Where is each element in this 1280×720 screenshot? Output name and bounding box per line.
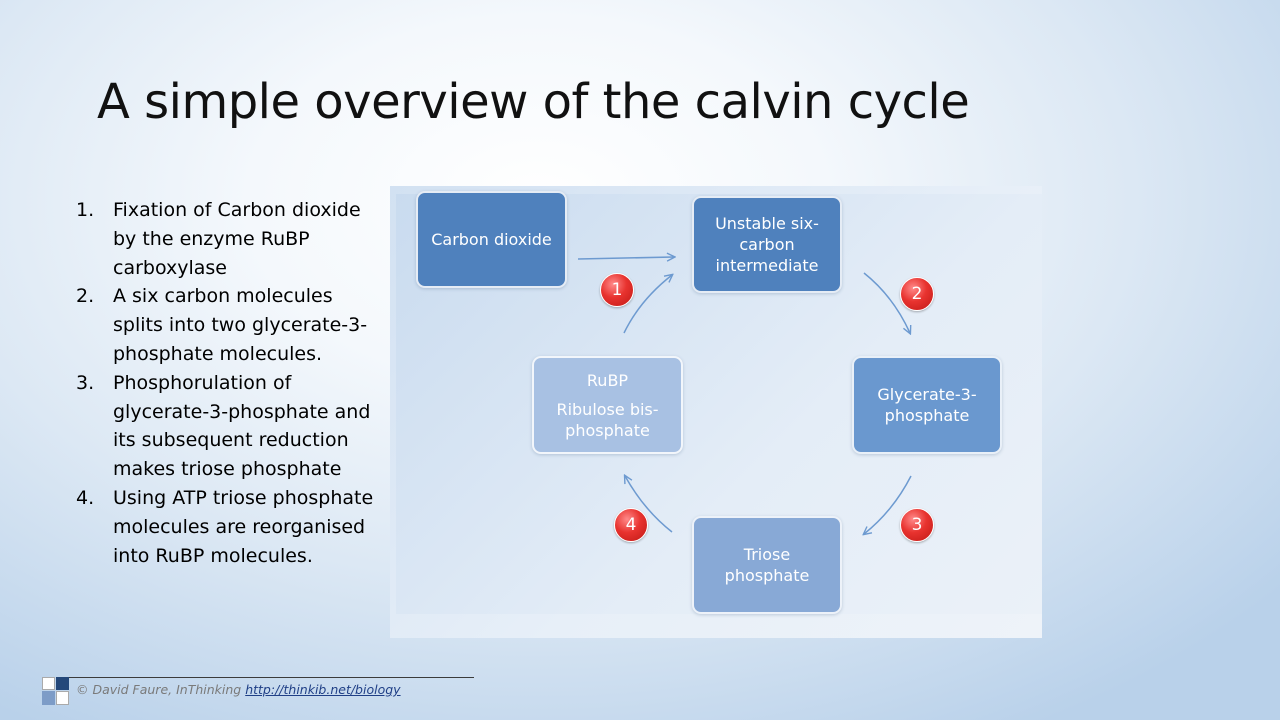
node-label-line: phosphate (724, 566, 810, 585)
node-label-line: Triose (743, 545, 791, 564)
node-rubp: RuBP Ribulose bis- phosphate (532, 356, 683, 454)
step-item: 2. A six carbon molecules splits into tw… (76, 282, 376, 368)
step-item: 3. Phosphorulation of glycerate-3-phosph… (76, 369, 376, 484)
steps-list: 1. Fixation of Carbon dioxide by the enz… (76, 196, 376, 570)
step-item: 4. Using ATP triose phosphate molecules … (76, 484, 376, 570)
node-unstable-intermediate: Unstable six- carbon intermediate (692, 196, 842, 293)
node-abbrev: RuBP (586, 370, 629, 390)
step-badge-2: 2 (900, 277, 934, 311)
step-number: 3. (76, 371, 95, 394)
node-label-line: Ribulose bis- (556, 399, 659, 419)
logo-icon (42, 677, 69, 705)
node-glycerate-3-phosphate: Glycerate-3- phosphate (852, 356, 1002, 454)
node-label-line: intermediate (715, 256, 819, 275)
step-badge-1: 1 (600, 273, 634, 307)
step-text: A six carbon molecules splits into two g… (113, 285, 368, 365)
node-label-line: Glycerate-3- (877, 385, 977, 404)
node-label-line: carbon (739, 235, 795, 254)
node-carbon-dioxide: Carbon dioxide (416, 191, 567, 288)
step-number: 4. (76, 486, 95, 509)
node-label: Carbon dioxide (431, 230, 552, 249)
step-badge-4: 4 (614, 508, 648, 542)
node-label-line: phosphate (565, 420, 650, 440)
footer-credit: © David Faure, InThinking http://thinkib… (76, 682, 401, 697)
slide-title: A simple overview of the calvin cycle (97, 74, 970, 130)
node-label-line: Unstable six- (715, 214, 819, 233)
credit-text: © David Faure, InThinking (76, 682, 242, 697)
step-text: Using ATP triose phosphate molecules are… (113, 486, 374, 567)
footer-rule (68, 677, 474, 678)
step-item: 1. Fixation of Carbon dioxide by the enz… (76, 196, 376, 282)
step-text: Phosphorulation of glycerate-3-phosphate… (113, 371, 371, 481)
step-number: 2. (76, 285, 95, 308)
footer-link[interactable]: http://thinkib.net/biology (245, 682, 401, 697)
step-number: 1. (76, 199, 95, 221)
step-badge-3: 3 (900, 508, 934, 542)
node-label-line: phosphate (884, 406, 970, 425)
node-triose-phosphate: Triose phosphate (692, 516, 842, 614)
step-text: Fixation of Carbon dioxide by the enzyme… (113, 199, 361, 279)
